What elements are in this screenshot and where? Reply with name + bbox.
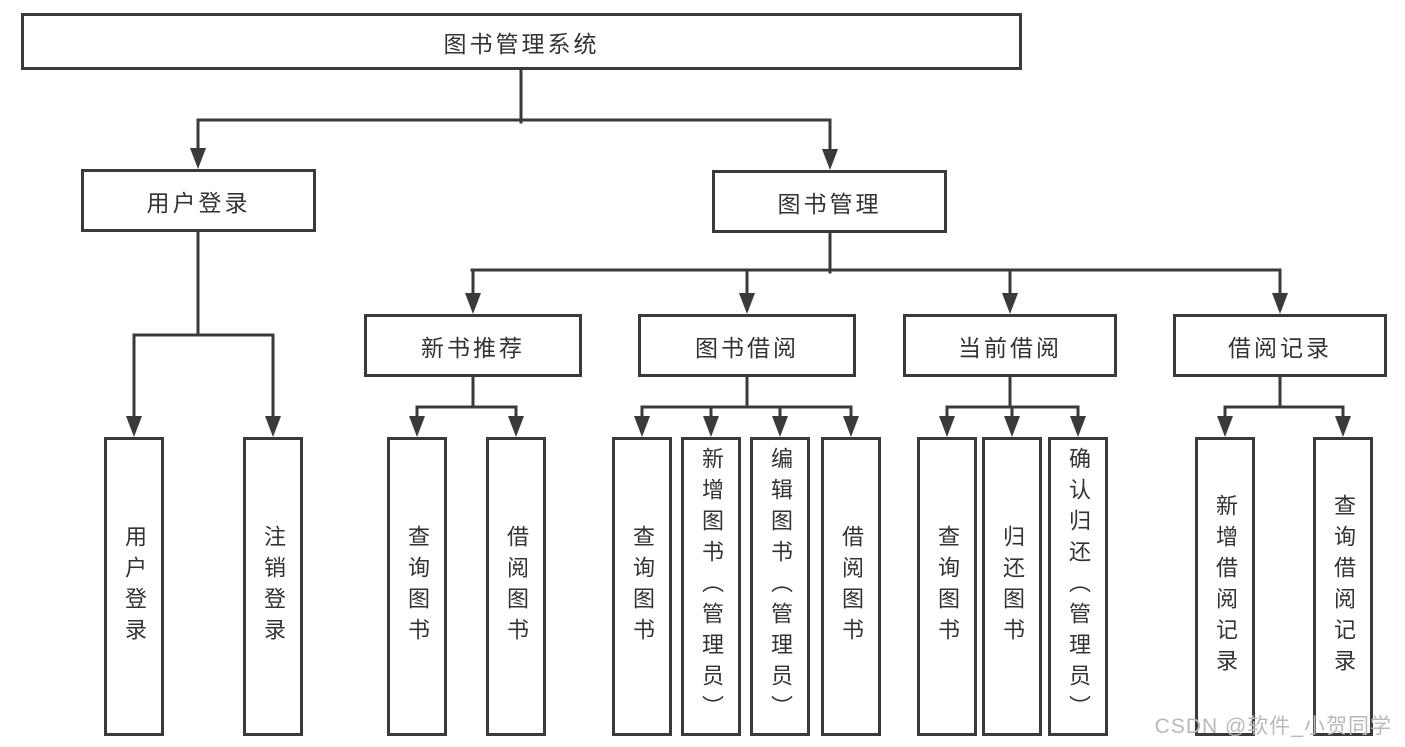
node-leaf-borrow-books-recommend: 借阅图书 — [486, 437, 546, 736]
node-leaf-add-borrow-record: 新增借阅记录 — [1195, 437, 1255, 736]
csdn-watermark: CSDN @软件_小贺同学 — [1154, 715, 1392, 738]
node-leaf-search-books-recommend: 查询图书 — [387, 437, 447, 736]
node-borrowing-records: 借阅记录 — [1173, 314, 1387, 377]
node-library-management-system-label: 图书管理系统 — [443, 30, 600, 57]
node-leaf-confirm-return-admin: 确认归还（管理员） — [1048, 437, 1108, 736]
node-leaf-user-login: 用户登录 — [104, 437, 164, 736]
node-leaf-search-books-recommend-label: 查询图书 — [405, 524, 430, 649]
node-user-login: 用户登录 — [81, 169, 316, 232]
node-leaf-edit-books-admin: 编辑图书（管理员） — [750, 437, 810, 736]
node-book-management: 图书管理 — [712, 170, 947, 233]
arrowheads — [126, 148, 1351, 437]
node-library-management-system: 图书管理系统 — [21, 13, 1022, 70]
node-leaf-search-books-current: 查询图书 — [917, 437, 977, 736]
node-leaf-return-books: 归还图书 — [982, 437, 1042, 736]
node-new-book-recommendation: 新书推荐 — [364, 314, 582, 377]
node-leaf-return-books-label: 归还图书 — [1000, 524, 1025, 649]
node-leaf-search-borrow-record: 查询借阅记录 — [1313, 437, 1373, 736]
node-user-login-label: 用户登录 — [146, 189, 251, 216]
node-leaf-edit-books-admin-label: 编辑图书（管理员） — [768, 447, 793, 726]
node-leaf-borrow-books-label: 借阅图书 — [839, 524, 864, 649]
node-book-borrowing-label: 图书借阅 — [695, 334, 799, 361]
node-book-borrowing: 图书借阅 — [638, 314, 856, 377]
node-leaf-search-books-current-label: 查询图书 — [935, 524, 960, 649]
node-leaf-add-borrow-record-label: 新增借阅记录 — [1213, 493, 1238, 680]
node-current-borrowing-label: 当前借阅 — [958, 334, 1062, 361]
node-leaf-search-books-borrowing-label: 查询图书 — [630, 524, 655, 649]
node-leaf-borrow-books-recommend-label: 借阅图书 — [504, 524, 529, 649]
node-leaf-logout-label: 注销登录 — [261, 524, 286, 649]
node-new-book-recommendation-label: 新书推荐 — [421, 334, 525, 361]
node-leaf-logout: 注销登录 — [243, 437, 303, 736]
node-leaf-borrow-books: 借阅图书 — [821, 437, 881, 736]
node-leaf-add-books-admin-label: 新增图书（管理员） — [699, 447, 724, 726]
node-leaf-add-books-admin: 新增图书（管理员） — [681, 437, 741, 736]
node-book-management-label: 图书管理 — [777, 190, 882, 217]
node-current-borrowing: 当前借阅 — [903, 314, 1117, 377]
node-leaf-confirm-return-admin-label: 确认归还（管理员） — [1066, 447, 1091, 726]
node-leaf-search-books-borrowing: 查询图书 — [612, 437, 672, 736]
node-leaf-search-borrow-record-label: 查询借阅记录 — [1331, 493, 1356, 680]
tree-edges — [132, 68, 1345, 426]
node-leaf-user-login-label: 用户登录 — [122, 524, 147, 649]
node-borrowing-records-label: 借阅记录 — [1228, 334, 1332, 361]
